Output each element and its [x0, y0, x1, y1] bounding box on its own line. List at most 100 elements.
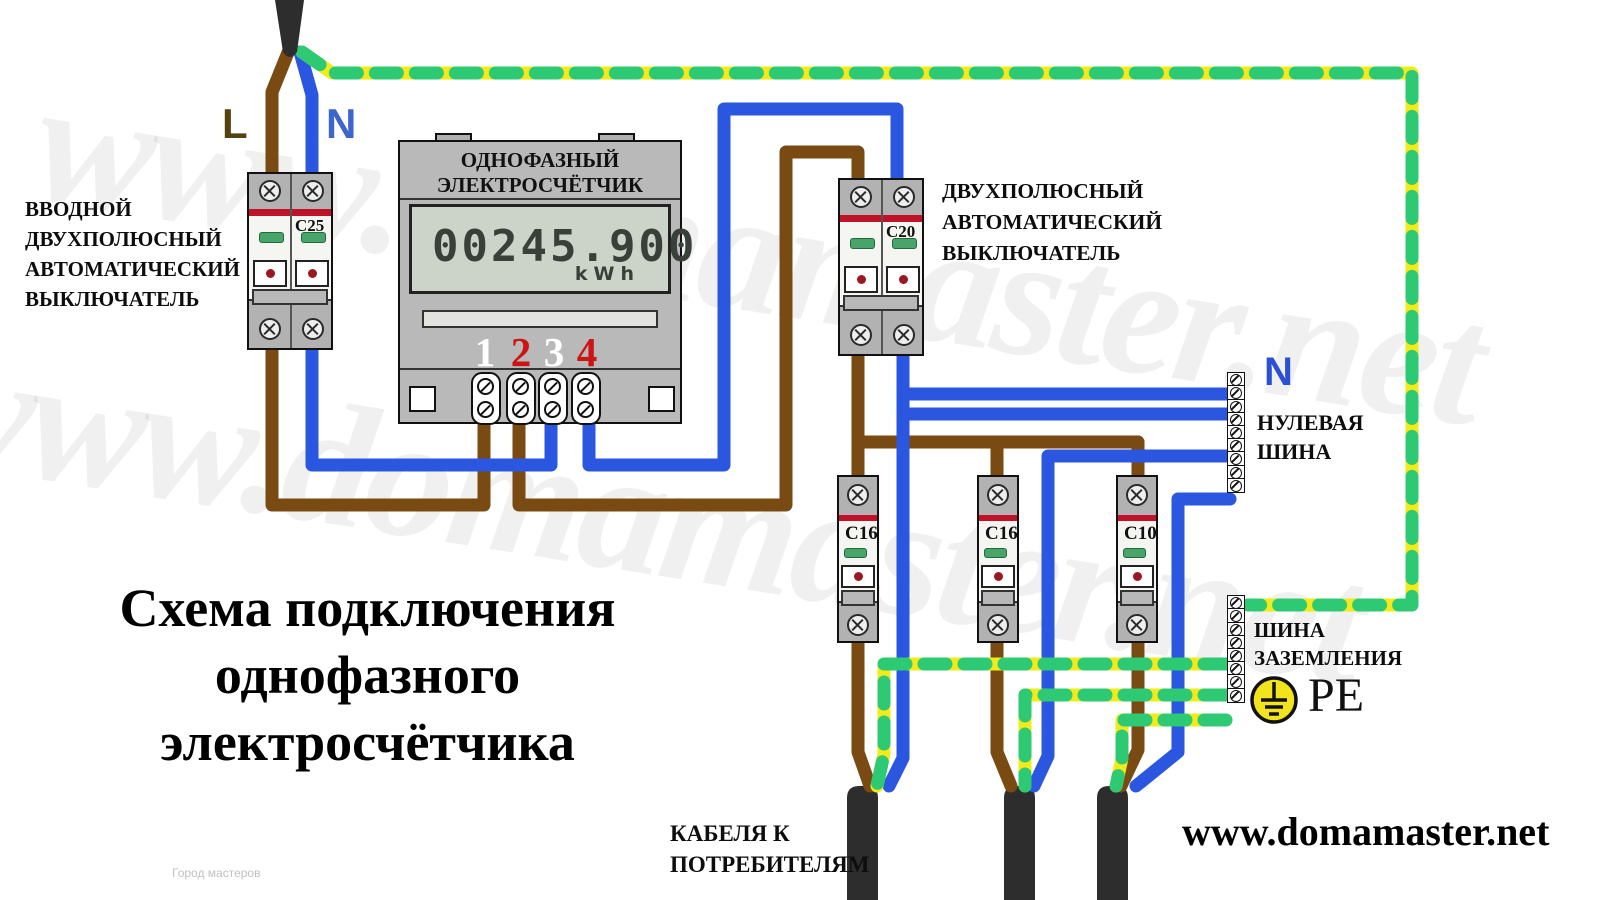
title-line: Схема подключения: [119, 578, 616, 638]
meter-divider: [400, 198, 680, 200]
neutral-bus-caption: НУЛЕВАЯ ШИНА: [1257, 408, 1364, 466]
breaker-rating: C25: [295, 216, 325, 235]
meter-name-line: ОДНОФАЗНЫЙ: [460, 148, 620, 172]
consumer-cable-3: [1097, 786, 1128, 900]
title-line: электросчётчика: [160, 712, 575, 772]
meter-slot: [422, 310, 658, 328]
screw-icon: [850, 324, 872, 346]
screw-icon: [1230, 597, 1242, 610]
screw-icon: [1230, 466, 1242, 479]
wire-phase-meter-t2-to-c20: [512, 145, 865, 512]
caption-line: ВЫКЛЮЧАТЕЛЬ: [25, 287, 200, 311]
meter-terminal-divider: [400, 368, 680, 370]
input-breaker-caption: ВВОДНОЙ ДВУХПОЛЮСНЫЙ АВТОМАТИЧЕСКИЙ ВЫКЛ…: [25, 194, 240, 314]
wire-neutral-c25-to-meter-t3: [305, 337, 558, 472]
screw-icon: [1230, 453, 1242, 466]
ground-bus-caption: ШИНА ЗАЗЕМЛЕНИЯ: [1254, 616, 1402, 672]
screw-icon: [1126, 614, 1148, 636]
meter-name-line: ЭЛЕКТРОСЧЁТЧИК: [436, 173, 644, 197]
pe-symbol-icon: [1250, 676, 1298, 724]
meter-reading: 00245.900: [432, 221, 698, 272]
indicator-window: [850, 238, 875, 249]
breaker-red-stripe: [1118, 515, 1156, 521]
meter-mount-tab: [435, 133, 472, 142]
screw-icon: [1230, 374, 1242, 387]
neutral-bus-label: N: [1264, 350, 1293, 394]
indicator-window: [1123, 548, 1146, 558]
caption-line: АВТОМАТИЧЕСКИЙ: [25, 257, 240, 281]
wire-neutral-meter-t4-to-c20: [582, 102, 904, 472]
screw-icon: [1230, 440, 1242, 453]
caption-line: ВВОДНОЙ: [25, 197, 132, 221]
wire-neutral-supply-to-c25: [293, 45, 319, 187]
breaker-rating: C20: [886, 222, 916, 241]
breaker-pole-divider: [881, 180, 883, 354]
meter-terminal-4: [571, 372, 601, 425]
ground-wires-green: [295, 45, 1419, 793]
title-line: однофазного: [214, 645, 521, 705]
screw-icon: [1230, 689, 1242, 702]
screw-icon: [1230, 663, 1242, 676]
breaker-red-stripe: [839, 515, 877, 521]
terminal-number-2: 2: [510, 329, 532, 375]
screw-icon: [259, 180, 281, 202]
indicator-window: [259, 232, 284, 243]
wire-phase-c16a-to-cable1: [851, 631, 877, 793]
wire-neutral-bus-to-cable2: [1027, 449, 1237, 793]
pe-label: PE: [1308, 669, 1365, 722]
screw-icon: [987, 484, 1009, 506]
neutral-label: N: [326, 100, 357, 147]
caption-line: НУЛЕВАЯ: [1257, 410, 1364, 435]
caption-line: ПОТРЕБИТЕЛЯМ: [670, 852, 870, 877]
indicator-window: [892, 238, 917, 249]
wire-phase-supply-to-c25: [265, 43, 296, 187]
wire-ground-bus-to-cable2-dash: [1018, 688, 1233, 793]
screw-icon: [1230, 676, 1242, 689]
breaker-toggle: [841, 565, 875, 588]
meter-units: kWh: [574, 263, 640, 285]
caption-line: ДВУХПОЛЮСНЫЙ: [942, 179, 1144, 203]
meter-terminal-2: [506, 372, 536, 425]
consumer-cable-1: [847, 786, 878, 900]
breaker-pole-divider: [290, 174, 292, 348]
electricity-meter: ОДНОФАЗНЫЙ ЭЛЕКТРОСЧЁТЧИК 00245.900 kWh …: [398, 133, 694, 425]
screw-icon: [847, 484, 869, 506]
screw-icon: [1230, 623, 1242, 636]
screw-icon: [259, 318, 281, 340]
output-breaker-caption: ДВУХПОЛЮСНЫЙ АВТОМАТИЧЕСКИЙ ВЫКЛЮЧАТЕЛЬ: [942, 176, 1162, 269]
caption-line: ШИНА: [1254, 618, 1325, 642]
wire-phase-c10-to-cable3: [1114, 631, 1145, 793]
terminal-number-4: 4: [576, 329, 598, 375]
site-url: www.domamaster.net: [1182, 809, 1550, 854]
caption-line: ШИНА: [1257, 439, 1332, 464]
toggle-tie-bar: [843, 295, 919, 311]
screw-icon: [1230, 636, 1242, 649]
wire-ground-bus-to-cable1-dash: [870, 657, 1233, 793]
neutral-bus-strip: [1227, 372, 1245, 493]
meter-name: ОДНОФАЗНЫЙ ЭЛЕКТРОСЧЁТЧИК: [400, 148, 680, 198]
screw-icon: [1230, 479, 1242, 492]
input-breaker-c25: C25: [247, 172, 333, 350]
terminal-number-3: 3: [543, 329, 565, 375]
phase-wires: [265, 43, 1145, 793]
breaker-toggle: [886, 266, 920, 293]
breaker-toggle: [295, 260, 329, 287]
page-title: Схема подключения однофазного электросчё…: [95, 575, 640, 776]
breaker-toggle: [253, 260, 287, 287]
toggle-bar: [1120, 590, 1154, 606]
bus-terminal: [1227, 477, 1245, 493]
breaker-rating: C16: [845, 523, 878, 544]
screw-icon: [1230, 387, 1242, 400]
neutral-wires: [293, 45, 1237, 793]
meter-lcd: 00245.900 kWh: [409, 204, 694, 294]
caption-line: ДВУХПОЛЮСНЫЙ: [25, 227, 222, 251]
screw-icon: [1230, 610, 1242, 623]
screw-icon: [893, 324, 915, 346]
caption-line: АВТОМАТИЧЕСКИЙ: [942, 210, 1163, 234]
breaker-rating: C10: [1124, 523, 1157, 544]
indicator-window: [301, 232, 326, 243]
toggle-bar: [841, 590, 875, 606]
meter-side-slot-right: [648, 386, 675, 412]
